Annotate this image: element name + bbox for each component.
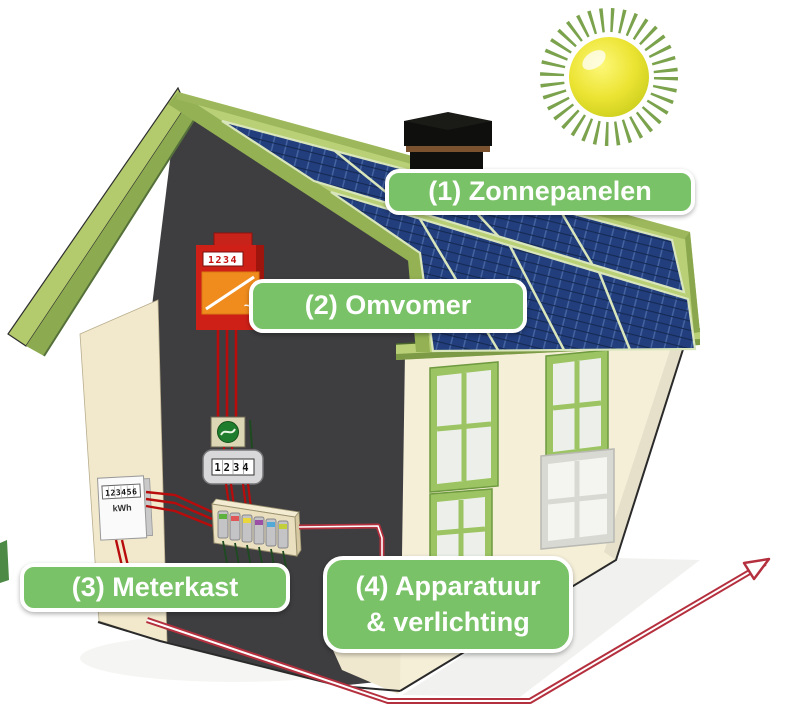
label-apparatuur-line1: (4) Apparatuur	[355, 571, 541, 602]
label-zonnepanelen: (1) Zonnepanelen	[385, 169, 695, 215]
production-meter: 1234	[202, 447, 264, 509]
label-apparatuur: (4) Apparatuur & verlichting	[323, 556, 573, 653]
flow-arrow-icon	[742, 557, 771, 581]
inverter-display-value: 1234	[208, 255, 238, 266]
window-upper-right	[545, 349, 609, 461]
label-meterkast-text: (3) Meterkast	[71, 571, 239, 602]
fuse-box	[211, 498, 302, 574]
sine-icon: ~	[244, 297, 252, 313]
label-meterkast: (3) Meterkast	[20, 563, 290, 612]
sun-disc-icon	[569, 37, 649, 117]
breakers	[217, 510, 289, 549]
label-zonnepanelen-text: (1) Zonnepanelen	[428, 176, 652, 207]
window-lower-right	[540, 448, 615, 550]
window-upper-left	[429, 361, 499, 493]
label-apparatuur-line2: & verlichting	[366, 606, 530, 637]
kwh-meter: 123456 kWh	[96, 475, 154, 541]
bush	[0, 540, 9, 583]
kwh-meter-value: 123456	[105, 487, 138, 498]
chimney	[404, 112, 492, 172]
cable-main-loop	[146, 557, 771, 704]
production-meter-value: 1234	[214, 462, 251, 474]
isolator-switch	[210, 416, 253, 449]
inverter-display	[202, 251, 244, 267]
sun	[540, 8, 678, 146]
window-lower-left	[429, 488, 493, 574]
cable-meter-to-fusebox	[114, 490, 213, 567]
kwh-unit-label: kWh	[112, 503, 131, 514]
label-omvormer: (2) Omvomer	[249, 279, 527, 333]
left-roof	[7, 86, 195, 357]
sun-rays-icon	[540, 8, 678, 146]
label-omvormer-text: (2) Omvomer	[304, 290, 472, 321]
